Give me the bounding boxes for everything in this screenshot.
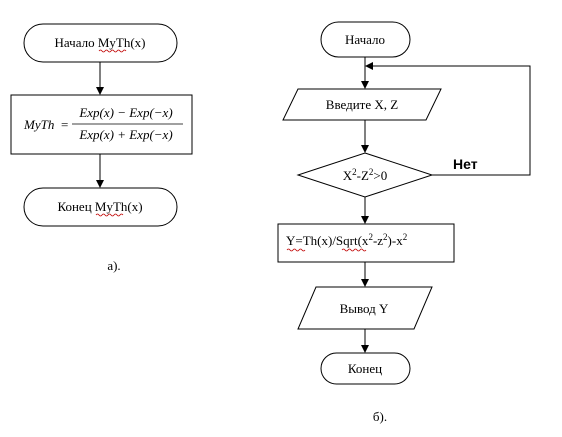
b-end-terminator (320, 352, 411, 385)
b-no-label: Нет (453, 156, 478, 172)
b-input-label: Введите X, Z (326, 97, 398, 112)
b-process-text: Y=Th(x)/Sqrt(x2-z2)-x2 (286, 232, 407, 248)
b-condition-text: X2-Z2>0 (343, 167, 388, 183)
a-formula-numerator: Exp(x) − Exp(−x) (78, 105, 172, 120)
a-end-terminator (23, 187, 178, 227)
b-process-box (277, 223, 455, 263)
a-start-label: Начало MyTh(x) (55, 35, 146, 50)
a-formula-eq: = (61, 117, 68, 132)
b-caption: б). (373, 409, 387, 424)
a-end-label: Конец MyTh(x) (57, 199, 142, 214)
diagram-b: Начало Введите X, Z X2-Z2>0 Нет Y=Th(x)/… (277, 21, 531, 424)
b-input-parallelogram (282, 88, 442, 121)
a-formula-lhs: MyTh (23, 117, 54, 132)
b-output-parallelogram (297, 286, 433, 330)
b-output-label: Вывод Y (340, 301, 389, 316)
a-caption: а). (107, 258, 120, 273)
diagram-a: Начало MyTh(x) MyTh = Exp(x) − Exp(−x) E… (10, 23, 193, 273)
b-end-label: Конец (348, 361, 382, 376)
b-loop-line (365, 62, 531, 176)
b-start-label: Начало (345, 32, 385, 47)
a-formula-box (10, 94, 193, 155)
a-formula-denominator: Exp(x) + Exp(−x) (78, 127, 172, 142)
